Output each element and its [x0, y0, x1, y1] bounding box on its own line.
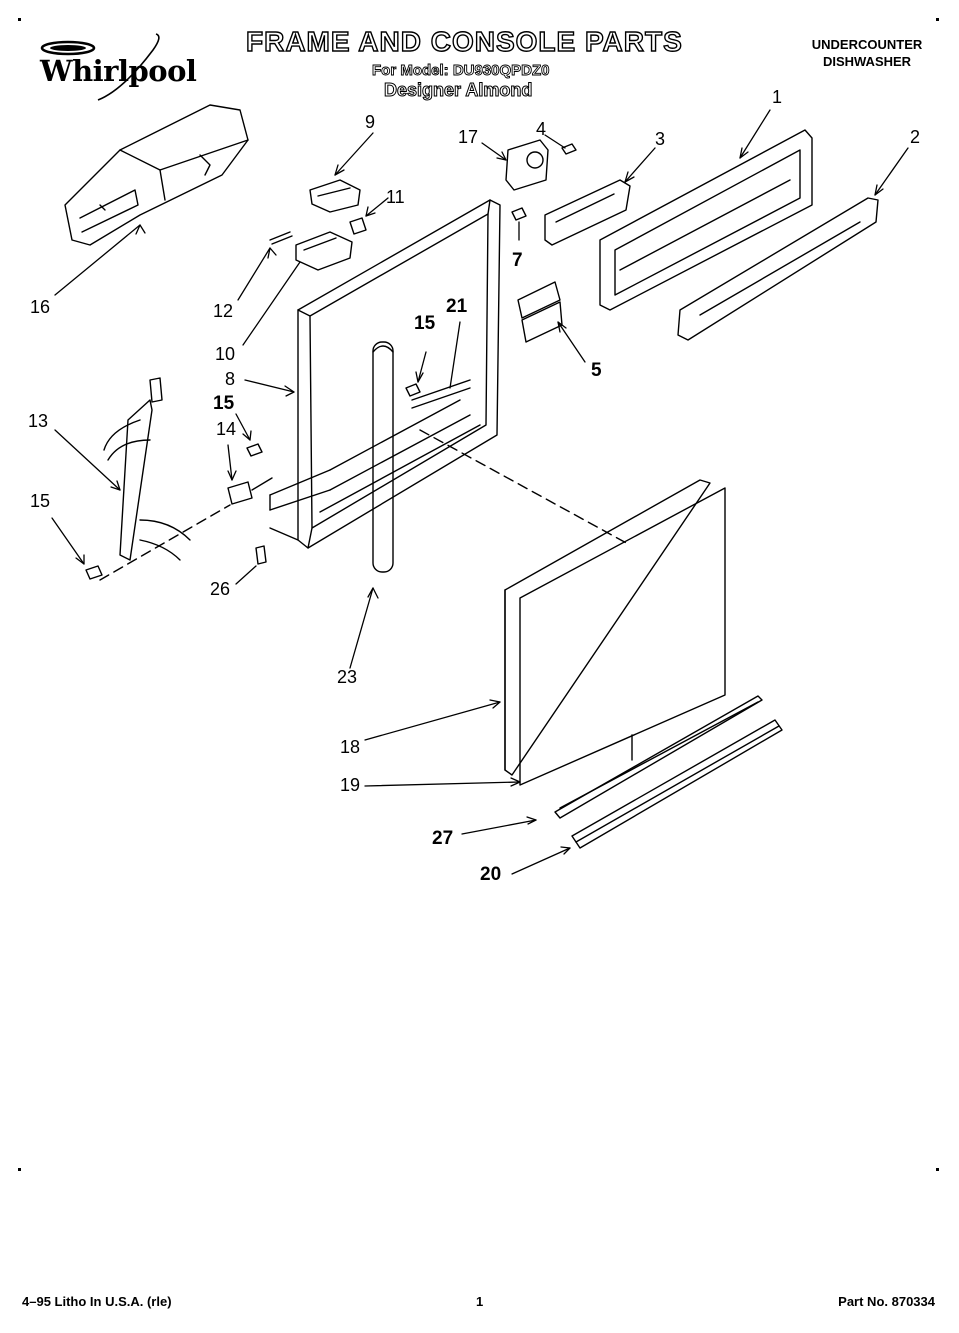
- part-12-pin: [269, 231, 293, 245]
- whirlpool-logo: [40, 33, 160, 101]
- callout-21: 21: [446, 296, 468, 317]
- part-number: Part No. 870334: [838, 1294, 935, 1309]
- part-19-door-liner: [519, 487, 726, 786]
- part-23-tube: [372, 341, 394, 573]
- litho-note: 4–95 Litho In U.S.A. (rle): [22, 1294, 172, 1309]
- callout-8: 8: [225, 369, 236, 389]
- callout-1: 1: [772, 87, 783, 107]
- callout-20: 20: [480, 864, 502, 885]
- callout-23: 23: [337, 667, 358, 687]
- callout-15-upper: 15: [414, 313, 436, 334]
- callout-3: 3: [655, 129, 666, 149]
- part-1-console-panel: [599, 129, 813, 311]
- part-26-clip: [255, 545, 267, 565]
- part-14-connector: [227, 477, 273, 505]
- registration-mark: [18, 1168, 21, 1171]
- callout-11: 11: [386, 187, 405, 207]
- part-9-latch: [309, 179, 361, 213]
- callout-27: 27: [432, 828, 454, 849]
- registration-mark: [18, 18, 21, 21]
- part-17-timer: [505, 139, 549, 191]
- part-10-latch-housing: [295, 231, 353, 271]
- part-15-screw-a: [405, 383, 421, 397]
- callout-5: 5: [591, 360, 602, 381]
- part-27-bottom-trim: [554, 695, 763, 819]
- part-20-bottom-strip: [571, 719, 783, 849]
- brand-name: Whirlpool: [40, 54, 197, 88]
- part-5-buttons: [517, 281, 563, 343]
- product-type: UNDERCOUNTER DISHWASHER: [792, 36, 942, 70]
- product-line-1: UNDERCOUNTER: [811, 37, 923, 52]
- part-18-door-panel: [504, 479, 711, 776]
- leader-lines: [51, 109, 909, 875]
- registration-mark: [936, 1168, 939, 1171]
- part-11-clip: [349, 217, 367, 235]
- callout-2: 2: [910, 127, 921, 147]
- part-16-console-cover: [64, 104, 249, 246]
- callout-13: 13: [28, 411, 49, 431]
- callout-14: 14: [216, 419, 237, 439]
- callout-9: 9: [365, 112, 376, 132]
- part-15-screw-b: [246, 443, 263, 457]
- callout-16: 16: [30, 297, 51, 317]
- part-8-door-frame: [269, 199, 501, 549]
- part-4-knob: [561, 143, 577, 155]
- callout-15-middle: 15: [213, 393, 235, 414]
- assembly-line-1: [419, 429, 631, 546]
- page-number: 1: [476, 1294, 484, 1309]
- model-number: For Model: DU930QPDZ0: [372, 62, 550, 80]
- part-3-switch-panel: [544, 179, 631, 246]
- callout-17: 17: [458, 127, 479, 147]
- registration-mark: [936, 18, 939, 21]
- callout-7: 7: [512, 250, 523, 271]
- callout-26: 26: [210, 579, 231, 599]
- part-15-screw-c: [85, 565, 103, 580]
- part-2-trim-strip: [677, 197, 879, 341]
- callout-12: 12: [213, 301, 234, 321]
- callout-19: 19: [340, 775, 361, 795]
- part-7-screw: [511, 207, 527, 221]
- product-line-2: DISHWASHER: [822, 54, 912, 69]
- part-13-wire-harness: [103, 377, 191, 561]
- callout-18: 18: [340, 737, 361, 757]
- callout-10: 10: [215, 344, 236, 364]
- assembly-line-2: [99, 504, 231, 581]
- callout-4: 4: [536, 119, 547, 139]
- finish-color: Designer Almond: [383, 80, 533, 101]
- page-title: FRAME AND CONSOLE PARTS: [245, 25, 683, 57]
- callout-15-lower: 15: [30, 491, 51, 511]
- part-21-bracket: [411, 379, 471, 409]
